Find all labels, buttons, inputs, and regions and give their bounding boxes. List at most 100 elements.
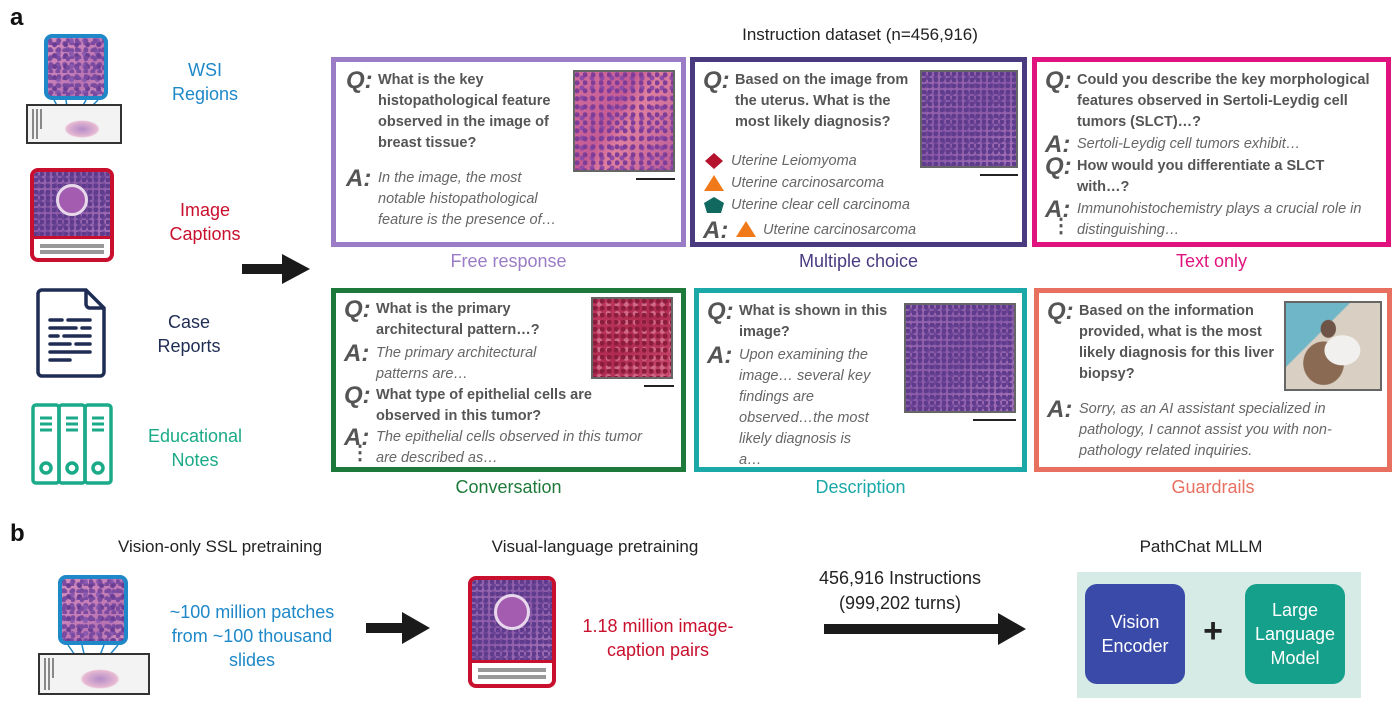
scale-bar xyxy=(973,419,1016,421)
panel-a-label: a xyxy=(10,4,24,31)
document-icon xyxy=(36,288,106,378)
vl-stats-line: 1.18 million image- xyxy=(582,616,734,636)
arrow-right-icon xyxy=(242,254,310,284)
q-mark: Q: xyxy=(344,382,371,409)
source-label-educational-notes: Educational Notes xyxy=(130,424,260,472)
question-text: What is shown in this image? xyxy=(739,303,888,340)
model-title: PathChat MLLM xyxy=(1139,537,1263,556)
caption-description: Description xyxy=(815,477,906,497)
triangle-icon xyxy=(704,175,724,191)
source-label-line: Image xyxy=(179,200,231,220)
option-item: Uterine carcinosarcoma xyxy=(703,175,884,191)
answer-text: The epithelial cells observed in this tu… xyxy=(376,429,642,466)
image-caption-icon xyxy=(30,168,114,262)
option-item: Uterine clear cell carcinoma xyxy=(703,197,910,213)
card-description: Q: What is shown in this image? A: Upon … xyxy=(694,288,1027,472)
ssl-stats-line: slides xyxy=(228,650,276,670)
option-text: Uterine Leiomyoma xyxy=(731,153,857,169)
question: Q: What is the key histopathological fea… xyxy=(346,67,566,154)
histology-image xyxy=(904,303,1016,413)
caption-guardrails: Guardrails xyxy=(1171,477,1255,497)
q-mark: Q: xyxy=(346,67,373,94)
scale-bar xyxy=(636,178,675,180)
card-multiple-choice: Q: Based on the image from the uterus. W… xyxy=(690,57,1027,247)
caption-text-only: Text only xyxy=(1175,251,1248,271)
question: Q: What is shown in this image? xyxy=(707,298,897,343)
llm-label: Language xyxy=(1254,624,1336,644)
diamond-icon xyxy=(705,153,723,169)
a-mark: A: xyxy=(344,340,370,367)
source-label-line: Captions xyxy=(169,224,241,244)
source-label-line: Educational xyxy=(147,426,243,446)
source-label-line: Notes xyxy=(171,450,219,470)
source-label-wsi: WSI Regions xyxy=(140,58,270,106)
image-caption-icon xyxy=(468,576,556,688)
q-mark: Q: xyxy=(1045,153,1072,180)
answer-text: In the image, the most notable histopath… xyxy=(378,170,557,228)
source-label-line: Case xyxy=(167,312,211,332)
vl-stats-line: caption pairs xyxy=(606,640,710,660)
answer-text: Upon examining the image… several key fi… xyxy=(739,347,871,468)
answer-text: Uterine carcinosarcoma xyxy=(763,222,917,238)
scale-bar xyxy=(644,385,674,387)
instruction-stats-line: (999,202 turns) xyxy=(838,593,962,613)
question-text: Based on the image from the uterus. What… xyxy=(735,72,909,130)
vl-stats: 1.18 million image- caption pairs xyxy=(578,614,738,662)
answer: A: The epithelial cells observed in this… xyxy=(344,424,644,469)
question-text: What type of epithelial cells are observ… xyxy=(376,387,592,424)
a-mark: A: xyxy=(707,342,733,369)
histology-image xyxy=(573,70,675,172)
scale-bar xyxy=(980,174,1018,176)
card-guardrails: Q: Based on the information provided, wh… xyxy=(1034,288,1392,472)
more-turns-ellipsis: ⋮ xyxy=(1051,215,1071,237)
question-text: Could you describe the key morphological… xyxy=(1077,72,1370,130)
wsi-slide-icon xyxy=(38,575,150,695)
q-mark: Q: xyxy=(1047,298,1074,325)
answer: A: The primary architectural patterns ar… xyxy=(344,340,564,385)
question-text: What is the primary architectural patter… xyxy=(376,301,540,338)
triangle-icon xyxy=(736,221,756,237)
source-label-captions: Image Captions xyxy=(140,198,270,246)
q-mark: Q: xyxy=(707,298,734,325)
answer-text: Sertoli-Leydig cell tumors exhibit… xyxy=(1077,136,1301,152)
plus-icon: + xyxy=(1203,612,1223,650)
wsi-slide-icon xyxy=(24,34,124,146)
question: Q: What type of epithelial cells are obs… xyxy=(344,382,644,427)
stage-title-ssl: Vision-only SSL pretraining xyxy=(117,537,323,556)
instruction-stats: 456,916 Instructions (999,202 turns) xyxy=(780,566,1020,616)
llm-block: Large Language Model xyxy=(1245,584,1345,684)
a-mark: A: xyxy=(1047,396,1073,423)
a-mark: A: xyxy=(1045,196,1071,223)
answer: A: Sertoli-Leydig cell tumors exhibit… xyxy=(1045,131,1380,158)
cat-photo-image xyxy=(1284,301,1382,391)
more-turns-ellipsis: ⋮ xyxy=(350,442,370,464)
arrow-right-icon xyxy=(824,613,1026,645)
histology-image xyxy=(591,297,673,379)
arrow-right-icon xyxy=(366,612,430,644)
answer: A: Uterine carcinosarcoma xyxy=(703,219,917,243)
question: Q: What is the primary architectural pat… xyxy=(344,296,564,341)
panel-b-label: b xyxy=(10,520,25,547)
a-mark: A: xyxy=(346,165,372,192)
binders-icon xyxy=(31,403,113,485)
option-text: Uterine carcinosarcoma xyxy=(731,175,885,191)
question-text: What is the key histopathological featur… xyxy=(378,72,551,151)
question: Q: Based on the information provided, wh… xyxy=(1047,298,1277,385)
q-mark: Q: xyxy=(1045,67,1072,94)
answer: A: Upon examining the image… several key… xyxy=(707,342,877,471)
a-mark: A: xyxy=(344,424,370,451)
caption-free-response: Free response xyxy=(450,251,567,271)
card-text-only: Q: Could you describe the key morphologi… xyxy=(1032,57,1391,247)
vision-encoder-label: Encoder xyxy=(1101,636,1169,656)
ssl-stats: ~100 million patches from ~100 thousand … xyxy=(152,600,352,672)
llm-label: Large xyxy=(1271,600,1319,620)
pathchat-model-box: Vision Encoder + Large Language Model xyxy=(1077,572,1361,698)
q-mark: Q: xyxy=(344,296,371,323)
source-label-case-reports: Case Reports xyxy=(124,310,254,358)
card-free-response: Q: What is the key histopathological fea… xyxy=(331,57,686,247)
a-mark: A: xyxy=(1045,131,1071,158)
question-text: Based on the information provided, what … xyxy=(1079,303,1275,382)
answer: A: In the image, the most notable histop… xyxy=(346,165,566,231)
question-text: How would you differentiate a SLCT with…… xyxy=(1077,158,1325,195)
question: Q: Could you describe the key morphologi… xyxy=(1045,67,1380,133)
